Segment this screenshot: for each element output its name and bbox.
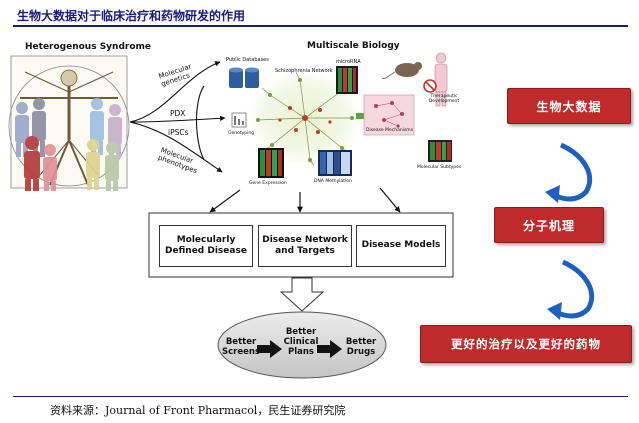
label-therapeutic-development: Therapeutic Development: [428, 94, 460, 104]
box-disease-models: Disease Models: [356, 225, 446, 267]
hollow-down-arrow: [279, 277, 325, 312]
black-arrow-2: [317, 340, 342, 358]
label-dna-methylation: DNA Methylation: [314, 179, 352, 184]
gene-expression-heatmap-icon: [258, 148, 284, 178]
box-molecularly-defined-disease: Molecularly Defined Disease: [159, 225, 253, 267]
label-microrna: microRNA: [336, 59, 361, 65]
no-symbol-icon: [423, 79, 437, 93]
genotyping-icon: [231, 112, 247, 128]
flow-box-better-treatment: 更好的治疗以及更好的药物: [420, 325, 632, 363]
mouse-icon: [381, 62, 422, 79]
box-disease-network-targets: Disease Network and Targets: [258, 225, 352, 267]
human-body-icon: [434, 52, 448, 107]
branch-label-pdx: PDX: [170, 109, 186, 118]
left-header: Heterogenous Syndrome: [25, 42, 151, 52]
molecular-subtypes-heatmap-icon: [428, 140, 452, 162]
dna-methylation-heatmap-icon: [318, 150, 352, 176]
label-gene-expression: Gene Expression: [249, 181, 287, 186]
source-divider: [13, 396, 628, 397]
title-divider: [13, 25, 628, 27]
blue-curved-arrow-1: [545, 142, 593, 203]
network-graph-icon: [248, 71, 362, 167]
people-silhouettes-icon: [15, 98, 122, 191]
black-arrow-1: [257, 340, 282, 358]
vitruvian-figure-icon: [8, 55, 130, 189]
ellipse-better-screens: Better Screens: [222, 337, 260, 358]
outcome-container: [148, 212, 454, 278]
microrna-heatmap-icon: [336, 66, 358, 94]
database-icon: [229, 67, 259, 88]
down-arrows: [209, 187, 401, 213]
ellipse-better-clinical-plans: Better Clinical Plans: [283, 327, 319, 358]
ellipse-better-drugs: Better Drugs: [345, 337, 377, 358]
label-public-databases: Public Databases: [226, 57, 269, 63]
right-header: Multiscale Biology: [307, 41, 400, 51]
flow-box-bio-big-data: 生物大数据: [507, 88, 631, 124]
label-molecular-subtypes: Molecular Subtypes: [417, 165, 462, 170]
label-genotyping: Genotyping: [228, 131, 255, 136]
label-schizophrenia-network: Schizophrenia Network: [275, 68, 333, 74]
page-title: 生物大数据对于临床治疗和药物研发的作用: [17, 9, 246, 23]
blue-curved-arrow-2: [547, 259, 595, 320]
outcome-ellipse: [217, 311, 387, 379]
label-disease-mechanisms: Disease Mechanisms: [366, 128, 414, 133]
flow-box-molecular-mechanism: 分子机理: [494, 207, 604, 243]
disease-mechanisms-icon: [363, 94, 415, 136]
branch-curves: [129, 61, 226, 173]
branch-label-ipscs: iPSCs: [168, 128, 189, 137]
source-note: 资料来源：Journal of Front Pharmacol，民生证券研究院: [50, 404, 346, 417]
